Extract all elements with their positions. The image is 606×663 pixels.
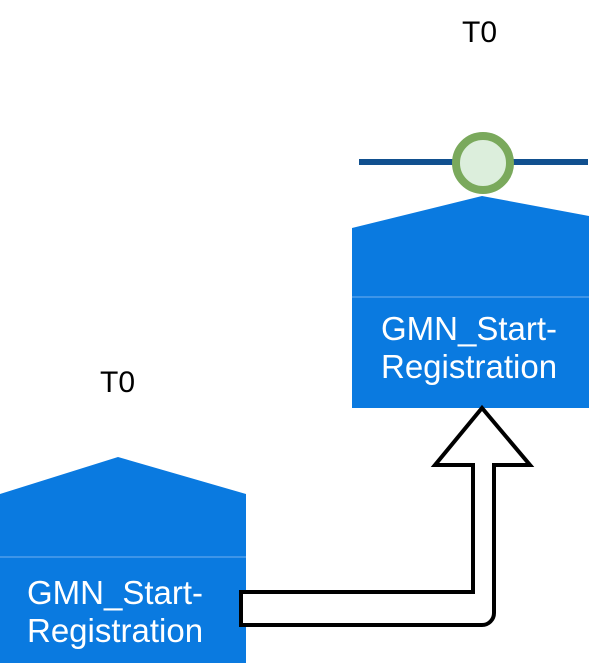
node-top-label: GMN_Start- Registration <box>381 310 557 385</box>
node-bottom-body <box>0 457 246 663</box>
node-bottom-label: GMN_Start- Registration <box>27 574 203 649</box>
node-bottom-label-line2: Registration <box>27 611 204 649</box>
time-label-t0-top: T0 <box>462 16 498 49</box>
node-top[interactable] <box>352 196 589 408</box>
timeline-marker-circle[interactable] <box>452 132 514 194</box>
node-top-label-line1: GMN_Start- <box>381 310 558 347</box>
timeline-marker-fill <box>452 132 514 194</box>
node-top-body <box>352 196 589 408</box>
time-label-t0-bottom: T0 <box>100 366 136 399</box>
connector-arrow[interactable] <box>239 404 535 627</box>
node-top-label-line2: Registration <box>381 347 558 385</box>
node-bottom-label-line1: GMN_Start- <box>27 574 204 611</box>
node-bottom[interactable] <box>0 457 246 663</box>
